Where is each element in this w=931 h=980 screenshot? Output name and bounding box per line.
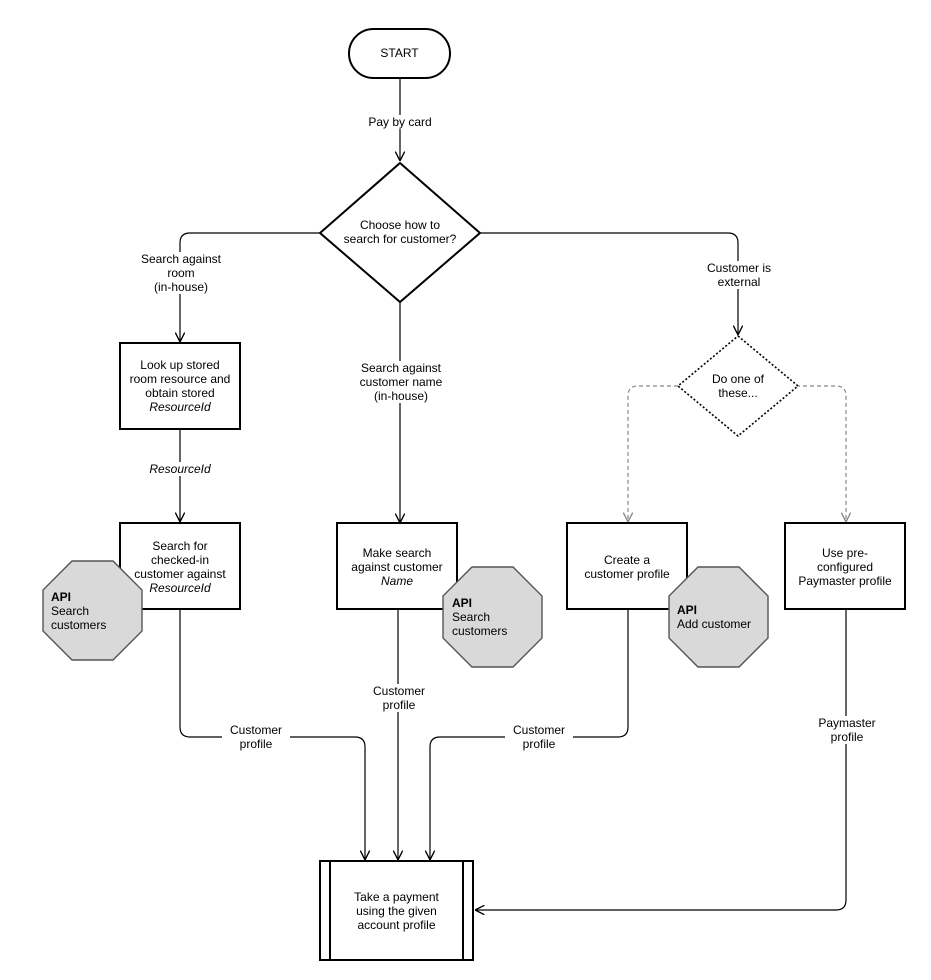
take-payment-box — [319, 860, 474, 961]
edge-label-line: Search against — [360, 361, 442, 375]
api-title: API — [677, 603, 698, 617]
edge-label-line: customer name — [359, 375, 443, 389]
edge-decision-to-external — [480, 232, 738, 334]
paymaster-line: Use pre- — [821, 546, 868, 560]
dashed-edges — [628, 385, 846, 521]
edge-label-customer-profile-1: Customer profile — [222, 723, 290, 751]
edge-label-line: external — [717, 275, 761, 289]
api-text: customers — [452, 624, 508, 638]
create-profile-label: Create a customer profile — [567, 553, 687, 581]
lookup-room-line: Look up stored — [140, 358, 220, 372]
edge-label-resourceid: ResourceId — [140, 462, 220, 476]
api-label-3: API Add customer — [677, 603, 751, 631]
take-payment-line: Take a payment — [354, 890, 439, 904]
search-checked-in-label: Search for checked-in customer against R… — [120, 539, 240, 595]
edge-label-customer-profile-2: Customer profile — [365, 684, 433, 712]
edges — [180, 79, 847, 910]
create-profile-line: Create a — [603, 553, 651, 567]
paymaster-line: configured — [816, 560, 874, 574]
search-checked-in-line: checked-in — [150, 553, 210, 567]
api-octagon-2 — [442, 566, 543, 668]
edge-external-to-create — [628, 385, 678, 521]
make-search-box — [336, 522, 458, 610]
paymaster-label: Use pre- configured Paymaster profile — [785, 546, 905, 588]
decision-search-label: Choose how to search for customer? — [330, 218, 470, 246]
api-text: Add customer — [677, 617, 752, 631]
edge-label-customer-profile-3: Customer profile — [505, 723, 573, 751]
edge-external-to-paymaster — [796, 385, 846, 521]
make-search-line: Make search — [362, 546, 432, 560]
create-profile-line: customer profile — [584, 567, 670, 581]
api-octagon-3 — [668, 566, 769, 668]
edge-label-line: Customer — [512, 723, 565, 737]
api-title: API — [452, 596, 473, 610]
take-payment-line: account profile — [357, 918, 436, 932]
make-search-line: against customer — [351, 560, 443, 574]
edge-label-text: Pay by card — [367, 115, 433, 129]
api-octagon-1 — [42, 560, 143, 661]
edge-label-line: profile — [382, 698, 416, 712]
edge-label-customer-external: Customer is external — [698, 261, 780, 289]
edge-paymaster-to-payment — [476, 610, 847, 910]
edge-label-search-name: Search against customer name (in-house) — [348, 361, 454, 403]
paymaster-line: Paymaster profile — [798, 574, 892, 588]
edge-label-line: room — [167, 266, 195, 280]
api-text: customers — [51, 618, 107, 632]
make-search-name: Name — [380, 574, 413, 588]
edge-label-line: profile — [522, 737, 556, 751]
edge-label-line: profile — [830, 730, 864, 744]
edge-label-paymaster-profile: Paymaster profile — [806, 716, 888, 744]
lookup-room-line: room resource and — [129, 372, 231, 386]
lookup-room-line: obtain stored — [145, 386, 215, 400]
edge-label-line: Customer — [229, 723, 282, 737]
decision-search-line: Choose how to — [359, 218, 441, 232]
decision-external-line: these... — [718, 386, 758, 400]
start-node — [348, 28, 451, 79]
create-profile-box — [566, 522, 688, 610]
edge-decision-to-room — [180, 232, 320, 341]
api-label-2: API Search customers — [452, 596, 507, 638]
lookup-room-resourceid: ResourceId — [149, 400, 211, 414]
decision-external-node — [676, 334, 800, 438]
edge-label-line: Paymaster — [818, 716, 876, 730]
api-title: API — [51, 590, 72, 604]
api-label-1: API Search customers — [51, 590, 106, 632]
take-payment-label: Take a payment using the given account p… — [330, 890, 463, 932]
edge-label-text: ResourceId — [148, 462, 212, 476]
search-checked-in-resourceid: ResourceId — [149, 581, 211, 595]
decision-external-label: Do one of these... — [688, 372, 788, 400]
decision-search-line: search for customer? — [343, 232, 457, 246]
lookup-room-label: Look up stored room resource and obtain … — [120, 358, 240, 414]
start-label: START — [380, 46, 419, 60]
search-checked-in-line: Search for — [152, 539, 208, 553]
edge-label-pay-by-card: Pay by card — [350, 115, 450, 129]
api-text: Search — [51, 604, 90, 618]
edge-label-line: (in-house) — [153, 280, 209, 294]
search-checked-in-line: customer against — [134, 567, 226, 581]
decision-external-line: Do one of — [711, 372, 765, 386]
edge-label-line: Customer is — [706, 261, 771, 275]
edge-label-line: profile — [239, 737, 273, 751]
make-search-label: Make search against customer Name — [337, 546, 457, 588]
edge-label-line: Search against — [140, 252, 222, 266]
decision-search-node — [318, 161, 482, 304]
api-text: Search — [452, 610, 491, 624]
paymaster-box — [784, 522, 906, 610]
edge-label-search-room: Search against room (in-house) — [130, 252, 232, 294]
lookup-room-box — [119, 342, 241, 430]
edge-label-line: Customer — [372, 684, 425, 698]
take-payment-line: using the given — [356, 904, 437, 918]
edge-label-line: (in-house) — [373, 389, 429, 403]
